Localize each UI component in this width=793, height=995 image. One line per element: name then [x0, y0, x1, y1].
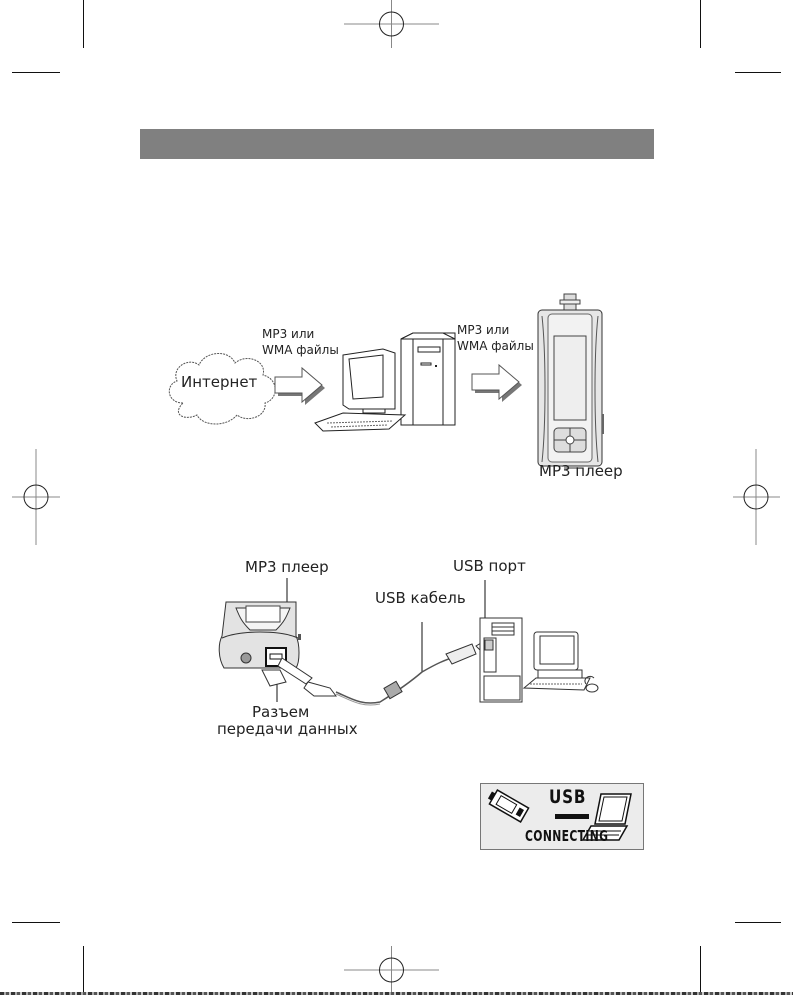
connector-label-line2: передачи данных: [217, 720, 358, 738]
registration-target-right: [733, 449, 780, 545]
mp3-player-label: MP3 плеер: [539, 462, 623, 480]
usb-title: USB: [549, 786, 587, 808]
desktop-computer-icon: [479, 617, 599, 703]
registration-target-left: [12, 449, 60, 545]
usb-connecting-screen: USB CONNECTING: [480, 783, 644, 850]
lcd-graphic: [487, 789, 632, 841]
registration-target-top: [344, 0, 439, 48]
arrow2-label-line1: MP3 или: [457, 323, 510, 337]
internet-label: Интернет: [181, 373, 258, 391]
registration-target-bottom: [344, 946, 439, 995]
cloud-icon: [168, 353, 276, 425]
mp3-player-icon: [218, 601, 313, 687]
mp3-player-icon: [487, 789, 530, 823]
arrow1-label-line2: WMA файлы: [262, 343, 339, 357]
connector-label-line1: Разъем: [252, 703, 310, 721]
desktop-computer-icon: [314, 332, 456, 432]
mp3-player-callout-label: MP3 плеер: [245, 558, 329, 576]
usb-cable-label: USB кабель: [375, 589, 466, 607]
scan-edge-strip: [0, 992, 793, 995]
laptop-icon: [581, 793, 632, 841]
usb-status-text: CONNECTING: [525, 827, 609, 845]
arrow2-label-line2: WMA файлы: [457, 339, 534, 353]
arrow-right-icon: [274, 366, 325, 405]
mp3-player-icon: [537, 293, 604, 469]
section-header-bar: [140, 129, 654, 159]
usb-cable-icon: [218, 578, 497, 706]
usb-port-label: USB порт: [453, 557, 526, 575]
arrow1-label-line1: MP3 или: [262, 327, 315, 341]
arrow-right-icon: [471, 363, 522, 402]
